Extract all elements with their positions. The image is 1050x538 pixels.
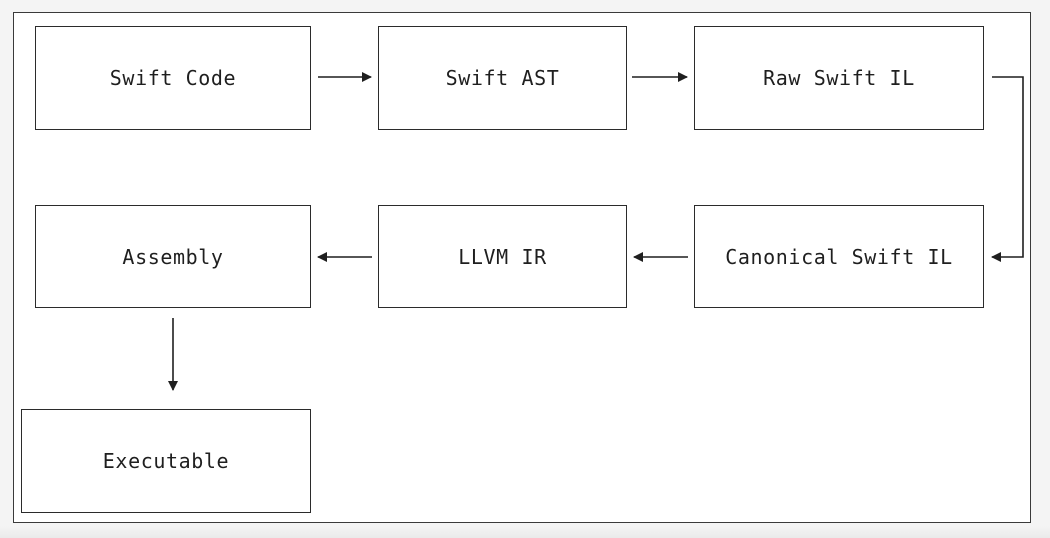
node-label: Executable xyxy=(102,449,230,473)
node-swift-code: Swift Code xyxy=(35,26,311,130)
node-label: LLVM IR xyxy=(458,244,547,269)
node-swift-ast: Swift AST xyxy=(378,26,627,130)
bottom-shadow xyxy=(0,526,1050,538)
node-label: Assembly xyxy=(122,244,224,269)
node-canonical-swift-il: Canonical Swift IL xyxy=(694,205,984,308)
node-label: Raw Swift IL xyxy=(763,66,915,90)
node-label: Canonical Swift IL xyxy=(725,244,953,269)
node-executable: Executable xyxy=(21,409,311,513)
node-raw-swift-il: Raw Swift IL xyxy=(694,26,984,130)
node-label: Swift AST xyxy=(445,66,560,90)
node-assembly: Assembly xyxy=(35,205,311,308)
node-label: Swift Code xyxy=(109,66,237,90)
node-llvm-ir: LLVM IR xyxy=(378,205,627,308)
